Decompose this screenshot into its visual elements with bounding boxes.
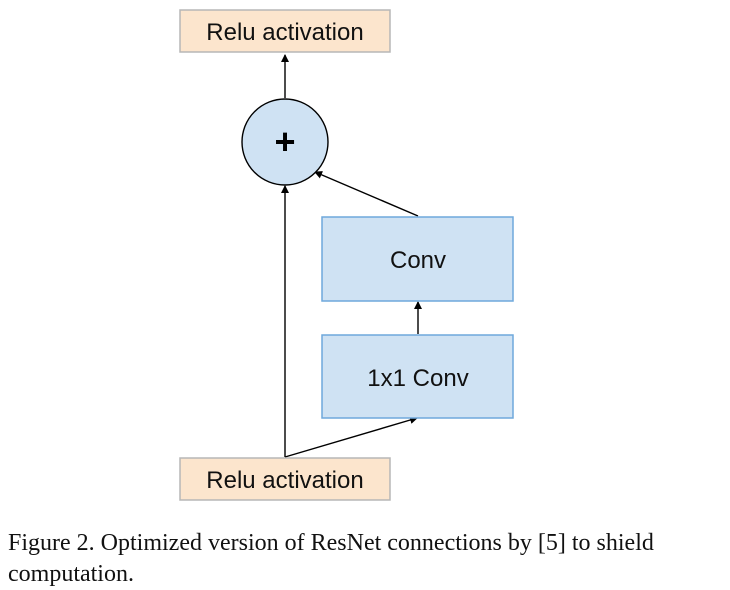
top-relu-label: Relu activation [206,19,363,46]
conv-node: Conv [321,216,514,302]
conv-label: Conv [390,247,446,274]
plus-icon: + [274,121,295,162]
edge-bottom-relu-to-1x1conv [284,416,418,458]
top-relu-node: Relu activation [179,9,391,53]
bottom-relu-node: Relu activation [179,457,391,501]
resnet-diagram: Relu activation + Conv 1x1 Conv Relu act… [179,9,514,501]
conv1x1-label: 1x1 Conv [367,365,468,392]
figure-caption: Figure 2. Optimized version of ResNet co… [8,530,654,587]
conv1x1-node: 1x1 Conv [321,334,514,419]
add-node: + [241,98,329,186]
bottom-relu-label: Relu activation [206,467,363,494]
edge-conv-to-add [314,171,419,217]
